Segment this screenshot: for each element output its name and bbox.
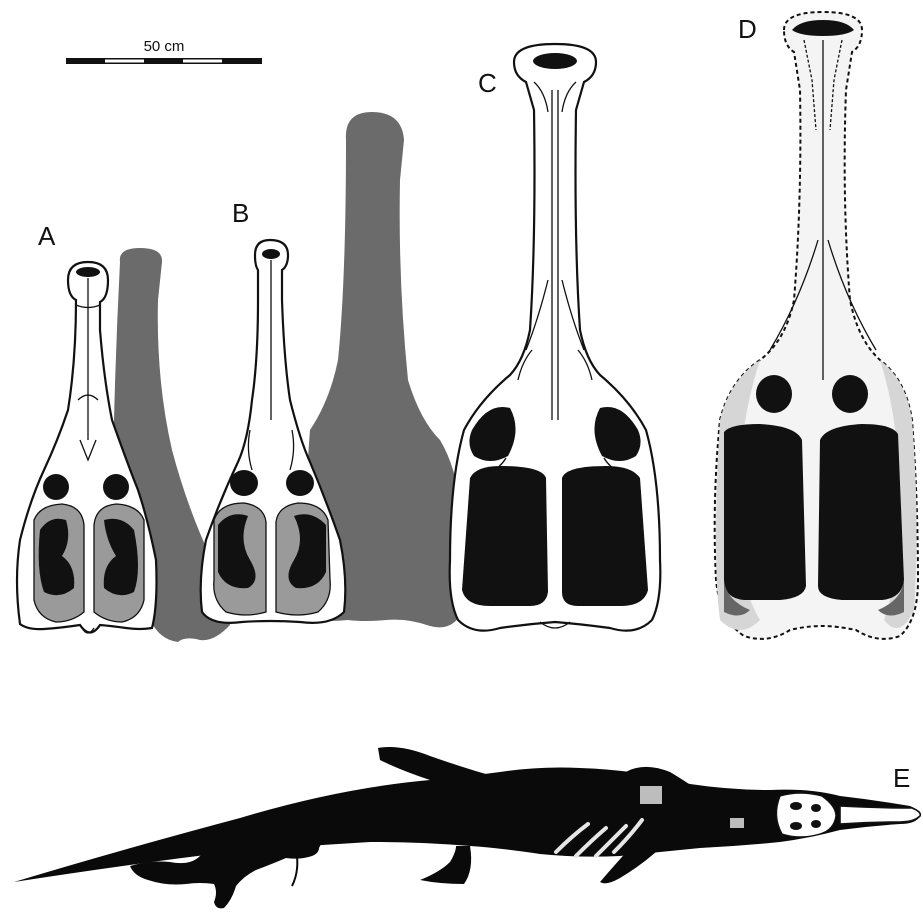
skull-d bbox=[715, 12, 918, 639]
panel-label-a: A bbox=[38, 221, 56, 251]
panel-label-c: C bbox=[478, 68, 497, 98]
panel-label-e: E bbox=[893, 763, 910, 793]
skull-c bbox=[450, 44, 661, 631]
panel-label-d: D bbox=[738, 14, 757, 44]
panel-label-b: B bbox=[232, 198, 249, 228]
scale-bar-label: 50 cm bbox=[144, 38, 185, 55]
scale-bar: 50 cm bbox=[66, 38, 262, 64]
